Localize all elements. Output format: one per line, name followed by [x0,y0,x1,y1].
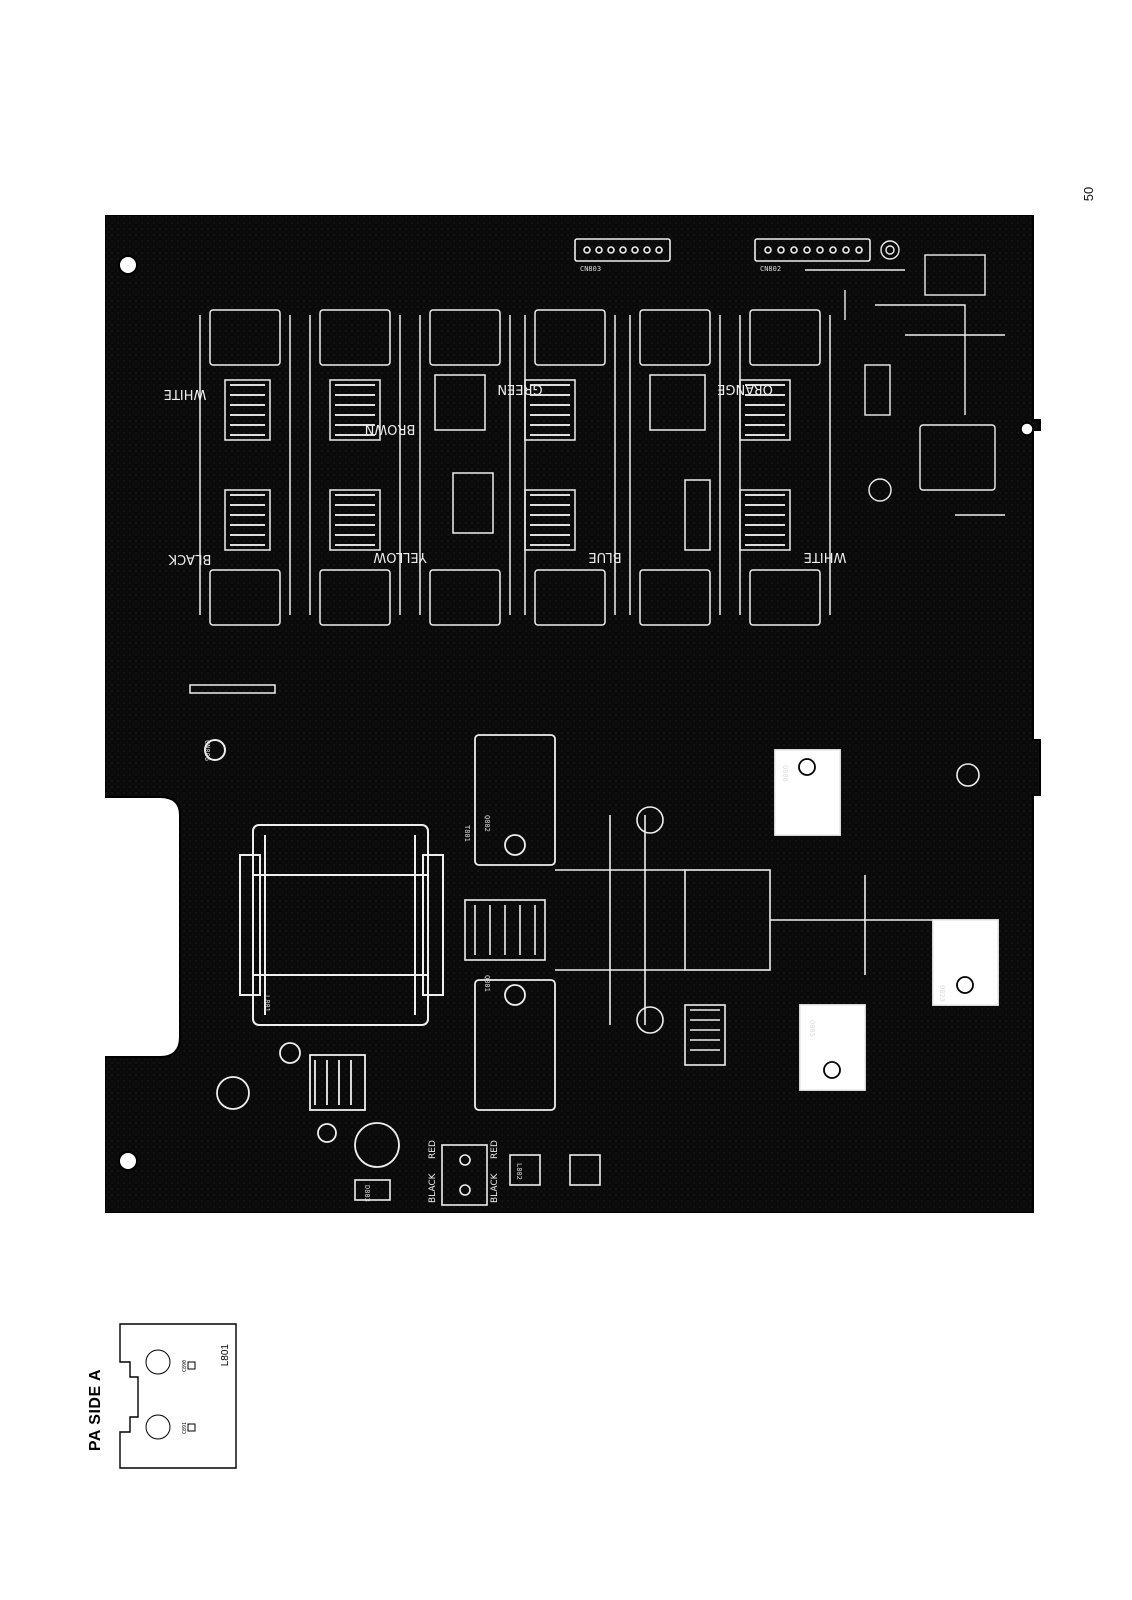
connector-labels: BLACK RED BLACK RED [428,1140,500,1203]
ref-label: T801 [463,825,471,842]
connector-label: RED [428,1140,438,1159]
wire-label: ORANGE [717,381,773,396]
wire-label: GREEN [497,381,542,396]
power-transistors [474,734,999,1111]
wire-labels: WHITE BROWN GREEN ORANGE BLACK YELLOW BL… [164,381,847,566]
connector-label: BLACK [428,1172,438,1203]
ref-labels: CN803 CN802 Q801 Q802 Q805 Q806 Q823 T80… [203,265,946,1202]
ref-label: D803 [363,1185,371,1202]
coil-stripes [230,384,785,546]
power-connector [354,1144,601,1206]
inset-ref: C891 [182,1422,188,1434]
ref-label: CN806 [203,740,211,761]
control-area [805,240,1005,516]
wire-label: WHITE [804,549,847,564]
ref-label: Q806 [781,765,789,782]
connector-cn802 [574,238,671,262]
ref-label: Q801 [483,975,491,992]
inset-outline [119,1323,237,1469]
wire-label: BLUE [588,549,621,564]
connector-label: RED [490,1140,500,1159]
pcb-board: WHITE BROWN GREEN ORANGE BLACK YELLOW BL… [105,215,1041,1213]
mount-hole [118,255,138,275]
transformer-t801 [239,824,444,1026]
inset-board: L801 C890 C891 [119,1323,237,1469]
ref-label: CN803 [580,265,601,273]
wire-label: WHITE [164,386,207,401]
ref-label: Q805 [808,1020,816,1037]
ref-label: L801 [263,995,271,1012]
ref-label: Q802 [483,815,491,832]
mount-hole [118,1151,138,1171]
capacitors [216,1042,400,1168]
ref-label: L802 [515,1163,523,1180]
output-network [464,763,980,1066]
filter-bank [199,309,831,626]
inset-ref: C890 [182,1360,188,1372]
page-title: PA SIDE A [87,1368,104,1452]
rf-connector [204,739,226,761]
connector-label: BLACK [490,1172,500,1203]
wire-label: BROWN [365,421,416,436]
bus-bar [189,684,276,694]
ref-label: CN802 [760,265,781,273]
board-outline [105,215,1041,1213]
inset-pads [145,1349,196,1440]
ref-label: Q823 [938,985,946,1002]
wire-label: YELLOW [373,549,427,564]
page-number: 50 [1081,186,1096,202]
mount-hole [1020,422,1034,436]
inset-label: L801 [220,1344,231,1367]
wire-label: BLACK [168,551,211,566]
connector-cn803 [754,238,871,262]
